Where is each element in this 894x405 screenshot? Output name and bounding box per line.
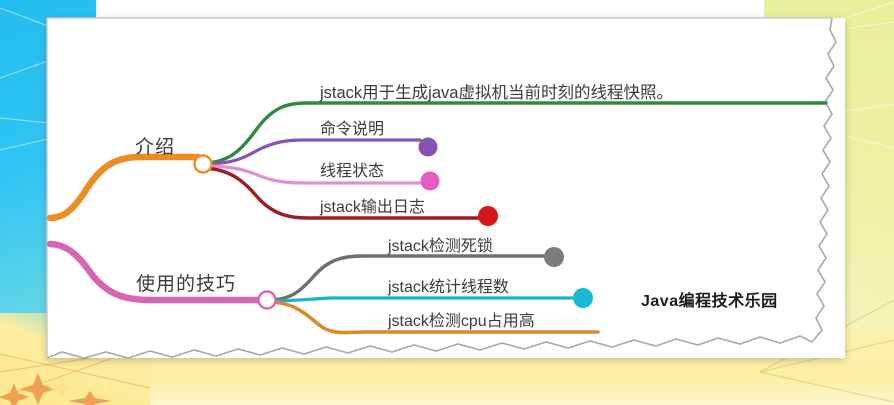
branch-label-intro-3[interactable]: jstack输出日志: [320, 199, 425, 216]
branch-label-tips-2[interactable]: jstack检测cpu占用高: [388, 313, 535, 330]
branch-label-intro-0[interactable]: jstack用于生成java虚拟机当前时刻的线程快照。: [320, 84, 673, 102]
watermark-text: Java编程技术乐园: [641, 293, 778, 310]
star-decoration-icon: [0, 373, 112, 405]
branch-label-tips-0[interactable]: jstack检测死锁: [388, 238, 493, 255]
root-label-intro[interactable]: 介绍: [135, 137, 176, 158]
branch-label-intro-1[interactable]: 命令说明: [320, 121, 385, 138]
branch-label-tips-1[interactable]: jstack统计线程数: [388, 279, 509, 296]
branch-label-intro-2[interactable]: 线程状态: [320, 163, 385, 180]
root-label-tips[interactable]: 使用的技巧: [136, 274, 237, 295]
